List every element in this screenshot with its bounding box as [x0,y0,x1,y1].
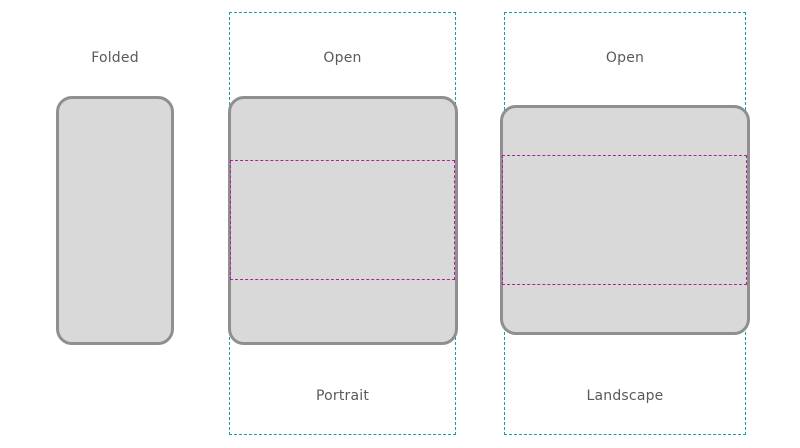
landscape-label: Landscape [586,388,664,404]
portrait-open-label: Open [323,50,362,66]
landscape-device [500,105,750,335]
landscape-center-region [502,155,747,285]
portrait-device [228,96,458,345]
folded-device [56,96,174,345]
portrait-center-region [230,160,455,280]
folded-label: Folded [91,50,139,66]
portrait-label: Portrait [315,388,370,404]
landscape-open-label: Open [605,50,645,66]
